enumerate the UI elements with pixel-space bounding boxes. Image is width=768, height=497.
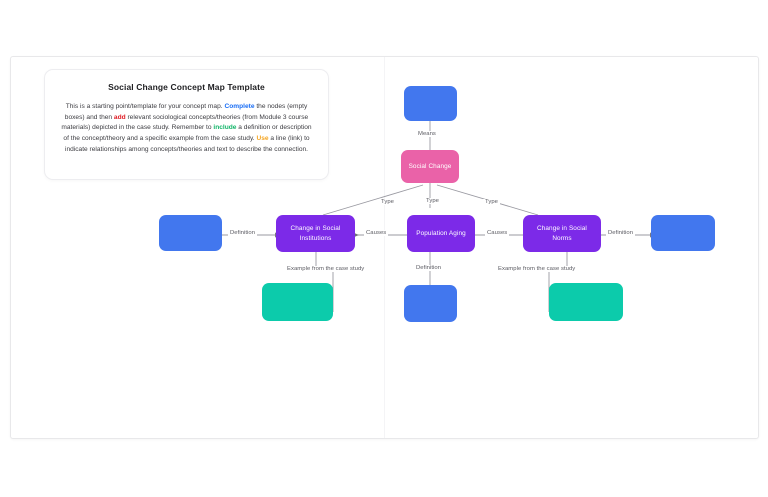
instructions-segment: This is a starting point/template for yo… bbox=[65, 103, 225, 110]
instructions-keyword-complete: Complete bbox=[224, 103, 255, 110]
node-right-definition-empty[interactable] bbox=[651, 215, 715, 251]
instructions-title: Social Change Concept Map Template bbox=[108, 82, 265, 92]
node-left-example-empty[interactable] bbox=[262, 283, 333, 321]
instructions-segment: a definition or description of the conce… bbox=[63, 124, 312, 143]
edge-label-example-left: Example from the case study bbox=[285, 266, 367, 272]
instructions-segment: a line (link) to indicate relationships … bbox=[64, 135, 310, 153]
instructions-segment: relevant sociological concepts/theories … bbox=[61, 113, 309, 132]
edge-label-type-center: Type bbox=[424, 198, 441, 204]
edge-label-causes-left: Causes bbox=[364, 230, 389, 236]
instructions-body: This is a starting point/template for yo… bbox=[59, 102, 314, 155]
canvas-guide-line bbox=[384, 57, 385, 438]
instructions-keyword-add: add bbox=[113, 113, 126, 121]
concept-map-canvas[interactable]: Social Change Concept Map Template This … bbox=[10, 56, 759, 439]
edge-label-means: Means bbox=[416, 131, 438, 137]
node-label: Population Aging bbox=[416, 229, 466, 237]
edge-label-example-right: Example from the case study bbox=[496, 266, 578, 272]
node-left-definition-empty[interactable] bbox=[159, 215, 222, 251]
node-change-in-social-norms[interactable]: Change in Social Norms bbox=[523, 215, 601, 252]
node-label: Change in Social Institutions bbox=[290, 225, 341, 242]
node-top-empty[interactable] bbox=[404, 86, 457, 121]
node-social-change[interactable]: Social Change bbox=[401, 150, 459, 183]
node-population-aging[interactable]: Population Aging bbox=[407, 215, 475, 252]
edge-label-type-left: Type bbox=[379, 199, 396, 205]
edge-label-definition-right: Definition bbox=[606, 230, 636, 236]
node-right-example-empty[interactable] bbox=[549, 283, 623, 321]
edge-label-type-right: Type bbox=[483, 199, 500, 205]
instructions-keyword-include: include bbox=[213, 124, 237, 132]
node-label: Social Change bbox=[408, 162, 452, 170]
edge-label-definition-left: Definition bbox=[228, 230, 258, 236]
instructions-keyword-use: Use bbox=[256, 135, 269, 143]
node-center-definition-empty[interactable] bbox=[404, 285, 457, 322]
instructions-card[interactable]: Social Change Concept Map Template This … bbox=[44, 69, 329, 180]
edge-label-causes-right: Causes bbox=[485, 230, 510, 236]
node-label: Change in Social Norms bbox=[537, 225, 587, 242]
node-change-in-social-institutions[interactable]: Change in Social Institutions bbox=[276, 215, 355, 252]
edge-label-definition-center: Definition bbox=[414, 265, 444, 271]
instructions-segment: the nodes (empty boxes) and then bbox=[64, 103, 308, 121]
